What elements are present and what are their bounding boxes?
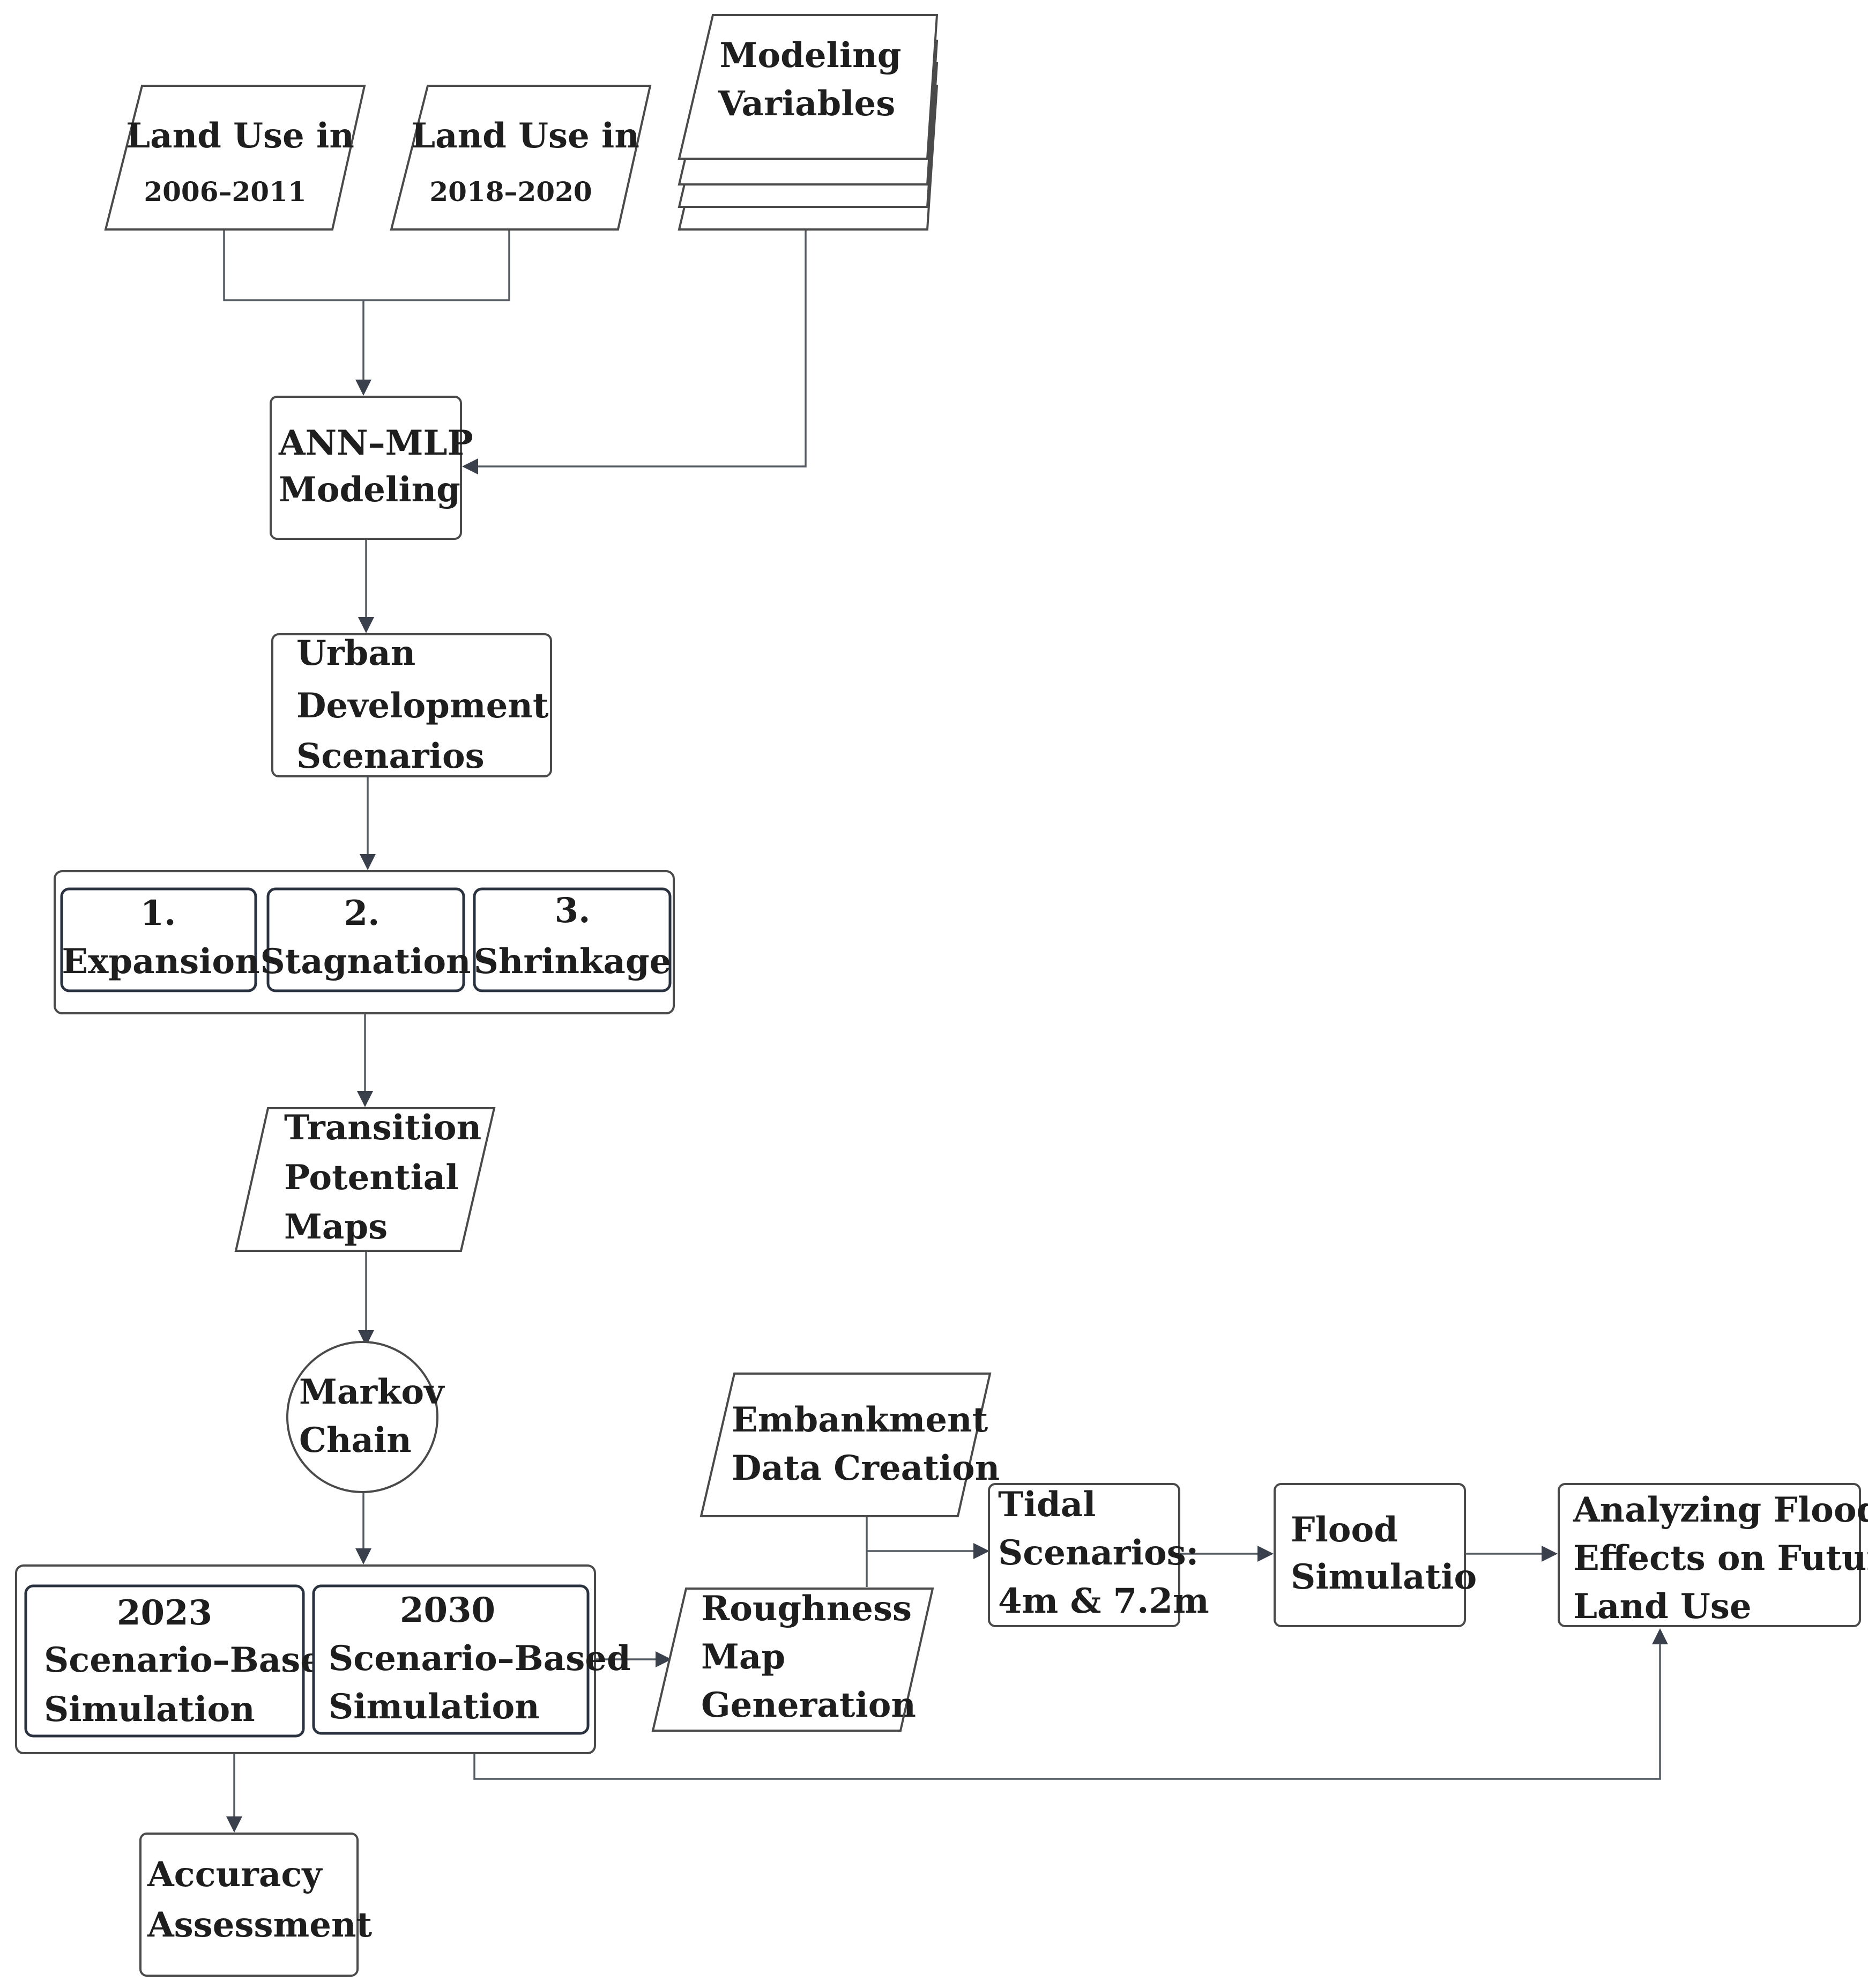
sim-2030-line3: Simulation	[329, 1687, 540, 1727]
markov-line1: Markov	[299, 1372, 445, 1412]
flood-line2: Simulatio	[1291, 1557, 1477, 1597]
scenario-group: 1. Expansion 2. Stagnation 3. Shrinkage	[54, 870, 675, 1014]
urban-dev-line1: Urban	[296, 633, 415, 673]
urban-development-scenarios-node: Urban Development Scenarios	[271, 633, 552, 777]
tidal-line3: 4m & 7.2m	[998, 1581, 1209, 1621]
flood-line1: Flood	[1291, 1510, 1398, 1550]
urban-dev-line3: Scenarios	[296, 736, 485, 776]
arrow-variables-to-ann	[462, 229, 807, 474]
roughness-line3: Generation	[701, 1685, 916, 1725]
scenario-expansion-label: Expansion	[62, 941, 259, 982]
land-use-2006-line2: 2006–2011	[144, 176, 306, 207]
accuracy-line2: Assessment	[147, 1905, 372, 1945]
transition-potential-maps-node: Transition Potential Maps	[234, 1107, 496, 1252]
accuracy-assessment-node: Accuracy Assessment	[139, 1833, 372, 1977]
transition-line2: Potential	[284, 1158, 459, 1198]
scenario-stagnation-label: Stagnation	[260, 941, 471, 982]
flood-simulation-node: Flood Simulatio	[1274, 1483, 1477, 1627]
land-use-2006-2011-node: Land Use in 2006–2011	[104, 85, 366, 231]
analyzing-line2: Effects on Future	[1573, 1538, 1868, 1578]
sim-2030-year: 2030	[400, 1590, 495, 1630]
simulation-2030: 2030 Scenario–Based Simulation	[312, 1584, 631, 1735]
modeling-variables-line1: Modeling	[720, 35, 902, 76]
embankment-data-creation-node: Embankment Data Creation	[699, 1373, 1000, 1517]
scenario-stagnation: 2. Stagnation	[260, 887, 471, 992]
accuracy-line1: Accuracy	[147, 1855, 323, 1895]
simulation-group: 2023 Scenario–Based Simulation 2030 Scen…	[15, 1564, 631, 1754]
markov-line2: Chain	[299, 1420, 412, 1460]
ann-mlp-modeling-node: ANN–MLP Modeling	[270, 396, 473, 540]
roughness-line1: Roughness	[701, 1589, 912, 1629]
land-use-2018-2020-node: Land Use in 2018–2020	[390, 85, 652, 231]
land-use-2018-line1: Land Use in	[411, 116, 639, 156]
land-use-2018-line2: 2018–2020	[429, 176, 592, 207]
modeling-variables-line2: Variables	[718, 84, 896, 124]
tidal-line2: Scenarios:	[998, 1533, 1199, 1573]
sim-2023-line2: Scenario–Based	[44, 1640, 346, 1680]
tidal-line1: Tidal	[998, 1485, 1096, 1525]
modeling-variables-node: Modeling Variables	[678, 14, 939, 231]
sim-2023-year: 2023	[117, 1593, 212, 1633]
connectors	[223, 229, 1668, 1833]
embankment-line2: Data Creation	[732, 1448, 1000, 1488]
tidal-scenarios-node: Tidal Scenarios: 4m & 7.2m	[988, 1483, 1209, 1627]
connector-landuse-merge	[223, 229, 510, 301]
analyzing-flood-effects-node: Analyzing Flood Effects on Future Land U…	[1558, 1483, 1868, 1627]
arrow-2030-to-analyzing	[473, 1628, 1668, 1780]
sim-2030-line2: Scenario–Based	[329, 1638, 631, 1679]
scenario-shrinkage-label: Shrinkage	[474, 941, 672, 982]
scenario-expansion: 1. Expansion	[60, 887, 260, 992]
transition-line1: Transition	[284, 1108, 481, 1148]
transition-line3: Maps	[284, 1207, 388, 1247]
roughness-map-generation-node: Roughness Map Generation	[651, 1588, 934, 1732]
analyzing-line3: Land Use	[1573, 1586, 1752, 1627]
scenario-shrinkage: 3. Shrinkage	[473, 887, 672, 992]
scenario-expansion-number: 1.	[140, 893, 176, 933]
land-use-2006-line1: Land Use in	[126, 116, 354, 156]
simulation-2023: 2023 Scenario–Based Simulation	[24, 1584, 346, 1738]
analyzing-line1: Analyzing Flood	[1573, 1490, 1868, 1530]
ann-mlp-line1: ANN–MLP	[278, 423, 473, 463]
embankment-line1: Embankment	[732, 1400, 988, 1440]
roughness-line2: Map	[701, 1637, 785, 1677]
sim-2023-line3: Simulation	[44, 1689, 255, 1730]
ann-mlp-line2: Modeling	[279, 470, 460, 510]
scenario-shrinkage-number: 3.	[555, 891, 591, 931]
scenario-stagnation-number: 2.	[344, 893, 380, 933]
urban-dev-line2: Development	[296, 686, 549, 726]
markov-chain-node: Markov Chain	[286, 1341, 445, 1493]
